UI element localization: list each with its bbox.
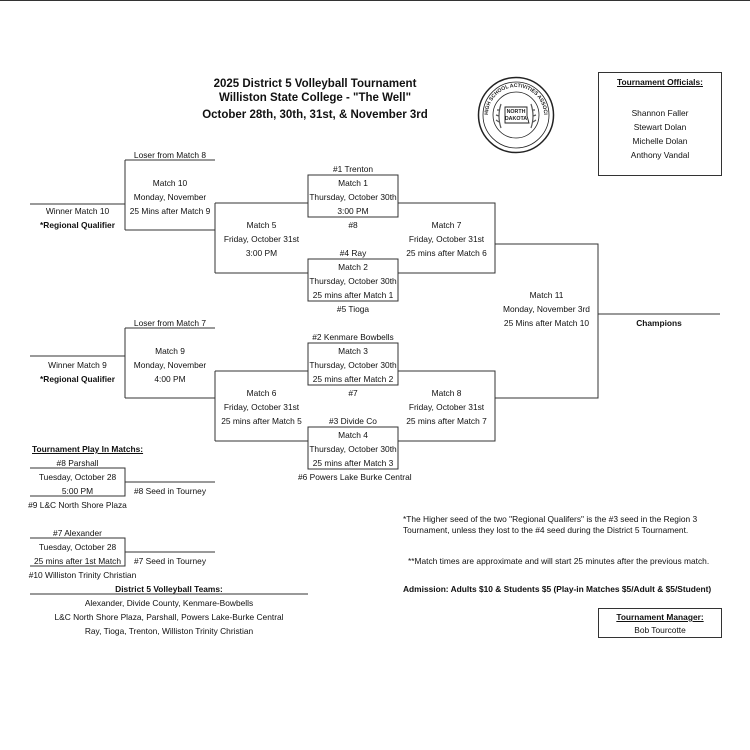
- seed-label: #4 Ray: [339, 248, 367, 258]
- match-time: 25 mins after 1st Match: [33, 556, 122, 566]
- match-day: Monday, November: [133, 192, 207, 202]
- match-name: Match 1: [338, 178, 368, 188]
- match-time: 3:00 PM: [337, 206, 369, 216]
- official-name: Michelle Dolan: [632, 136, 688, 146]
- match-name: Match 8: [431, 388, 462, 398]
- match-name: Match 2: [338, 262, 368, 272]
- note-times: **Match times are approximate and will s…: [408, 556, 710, 566]
- tournament-title: 2025 District 5 Volleyball Tournament: [213, 78, 417, 90]
- match-day: Thursday, October 30th: [309, 192, 397, 202]
- match-name: Match 7: [431, 220, 462, 230]
- match-name: Match 10: [152, 178, 188, 188]
- official-name: Shannon Faller: [631, 108, 689, 118]
- svg-text:NORTH: NORTH: [507, 109, 526, 115]
- match-day: Friday, October 31st: [223, 402, 300, 412]
- official-name: Anthony Vandal: [630, 150, 690, 160]
- playin-team: #7 Alexander: [53, 528, 102, 538]
- match-name: Match 11: [529, 290, 564, 300]
- manager-title: Tournament Manager:: [616, 612, 704, 622]
- match-day: Tuesday, October 28: [38, 472, 117, 482]
- match-day: Friday, October 31st: [223, 234, 300, 244]
- match-day: Friday, October 31st: [408, 402, 485, 412]
- playin-result: #8 Seed in Tourney: [133, 486, 207, 496]
- svg-text:DAKOTA: DAKOTA: [505, 116, 527, 122]
- regional-qualifier-label: *Regional Qualifier: [40, 220, 115, 230]
- playin-team: #8 Parshall: [56, 458, 99, 468]
- seed-label: #6 Powers Lake Burke Central: [298, 472, 412, 482]
- match-time: 5:00 PM: [61, 486, 94, 496]
- manager-box: [598, 608, 722, 638]
- loser-label: Loser from Match 8: [133, 150, 207, 160]
- official-name: Stewart Dolan: [633, 122, 687, 132]
- match-name: Match 9: [155, 346, 185, 356]
- winner-label: Winner Match 9: [48, 360, 107, 370]
- match-time: 25 Mins after Match 9: [129, 206, 211, 216]
- match-time: 25 mins after Match 2: [312, 374, 394, 384]
- match-time: 25 mins after Match 1: [312, 290, 394, 300]
- playin-result: #7 Seed in Tourney: [133, 556, 207, 566]
- seed-label: #5 Tioga: [336, 304, 370, 314]
- loser-label: Loser from Match 7: [133, 318, 207, 328]
- seed-label: #2 Kenmare Bowbells: [312, 332, 394, 342]
- match-name: Match 6: [246, 388, 277, 398]
- champions-label: Champions: [636, 318, 682, 328]
- match-name: Match 3: [338, 346, 368, 356]
- match-time: 25 Mins after Match 10: [503, 318, 590, 328]
- match-time: 3:00 PM: [245, 248, 278, 258]
- regional-qualifier-label: *Regional Qualifier: [40, 374, 115, 384]
- match-time: 25 mins after Match 5: [221, 416, 302, 426]
- admission-note: Admission: Adults $10 & Students $5 (Pla…: [403, 584, 712, 594]
- match-day: Thursday, October 30th: [309, 444, 397, 454]
- match-day: Thursday, October 30th: [309, 276, 397, 286]
- manager-name: Bob Tourcotte: [634, 625, 686, 635]
- venue-title: Williston State College - "The Well": [218, 92, 412, 104]
- teams-line: Alexander, Divide County, Kenmare-Bowbel…: [84, 598, 254, 608]
- match-time: 25 mins after Match 3: [312, 458, 394, 468]
- dates-title: October 28th, 30th, 31st, & November 3rd: [202, 109, 428, 121]
- match-time: 25 mins after Match 6: [406, 248, 487, 258]
- match-name: Match 4: [338, 430, 368, 440]
- match-time: 25 mins after Match 7: [406, 416, 487, 426]
- teams-line: L&C North Shore Plaza, Parshall, Powers …: [54, 612, 284, 622]
- match-time: 4:00 PM: [154, 374, 186, 384]
- match-name: Match 5: [246, 220, 277, 230]
- match-day: Friday, October 31st: [408, 234, 485, 244]
- match-day: Monday, November 3rd: [503, 304, 590, 314]
- winner-label: Winner Match 10: [45, 206, 110, 216]
- officials-box: [598, 72, 722, 176]
- match-day: Thursday, October 30th: [309, 360, 397, 370]
- seed-label: #1 Trenton: [332, 164, 374, 174]
- note-regional-2: Tournament, unless they lost to the #4 s…: [403, 525, 689, 535]
- playin-title: Tournament Play In Matchs:: [32, 444, 144, 454]
- teams-line: Ray, Tioga, Trenton, Williston Trinity C…: [84, 626, 254, 636]
- note-regional-1: *The Higher seed of the two "Regional Qu…: [403, 514, 698, 524]
- officials-title: Tournament Officials:: [617, 77, 703, 87]
- seed-label: #7: [348, 388, 358, 398]
- match-day: Tuesday, October 28: [38, 542, 117, 552]
- seed-label: #8: [348, 220, 358, 230]
- match-day: Monday, November: [133, 360, 207, 370]
- nd-hsaa-seal-logo: HIGH SCHOOL ACTIVITIES ASSOCIATION NORTH…: [477, 76, 555, 154]
- teams-title: District 5 Volleyball Teams:: [115, 584, 223, 594]
- playin-team: #10 Williston Trinity Christian: [28, 570, 137, 580]
- seed-label: #3 Divide Co: [329, 416, 377, 426]
- playin-team: #9 L&C North Shore Plaza: [28, 500, 127, 510]
